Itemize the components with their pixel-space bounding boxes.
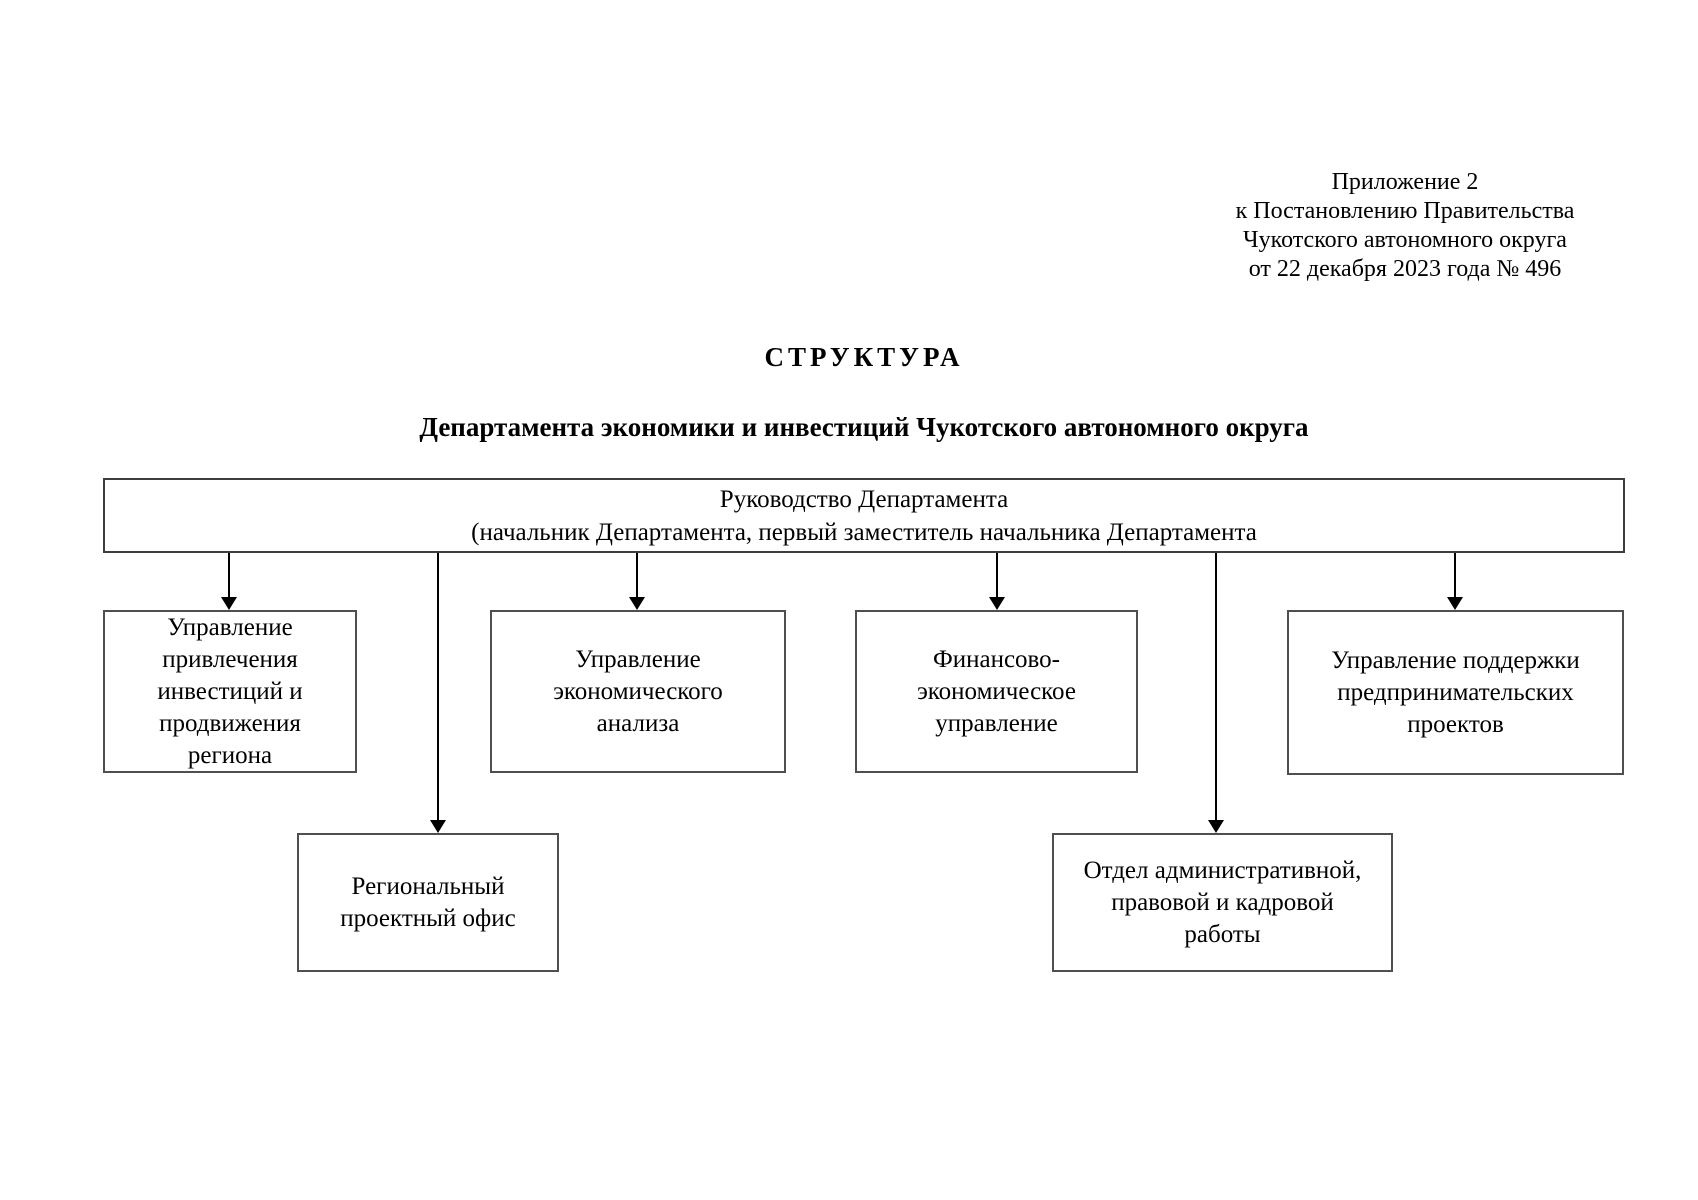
arrow-shaft xyxy=(228,553,230,599)
arrow-head-icon xyxy=(989,597,1005,610)
arrow-head-icon xyxy=(1208,820,1224,833)
arrow-shaft xyxy=(636,553,638,599)
arrow-head-icon xyxy=(430,820,446,833)
org-box-administrative-department: Отдел административной,правовой и кадров… xyxy=(1052,833,1393,972)
arrow-head-icon xyxy=(1447,597,1463,610)
connector-arrow-administrative-department xyxy=(1208,553,1224,833)
connector-arrow-entrepreneurial-support xyxy=(1447,553,1463,610)
arrow-shaft xyxy=(1454,553,1456,599)
arrow-shaft xyxy=(996,553,998,599)
page-subtitle: Департамента экономики и инвестиций Чуко… xyxy=(419,412,1309,442)
arrow-shaft xyxy=(437,553,439,822)
arrow-head-icon xyxy=(629,597,645,610)
page-title: СТРУКТУРА xyxy=(764,342,964,372)
arrow-head-icon xyxy=(221,597,237,610)
connector-arrow-regional-project-office xyxy=(430,553,446,833)
connector-arrow-financial-economic xyxy=(989,553,1005,610)
arrow-shaft xyxy=(1215,553,1217,822)
connector-arrow-economic-analysis xyxy=(629,553,645,610)
org-box-leadership: Руководство Департамента(начальник Депар… xyxy=(103,478,1625,553)
connector-arrow-investment-attraction xyxy=(221,553,237,610)
